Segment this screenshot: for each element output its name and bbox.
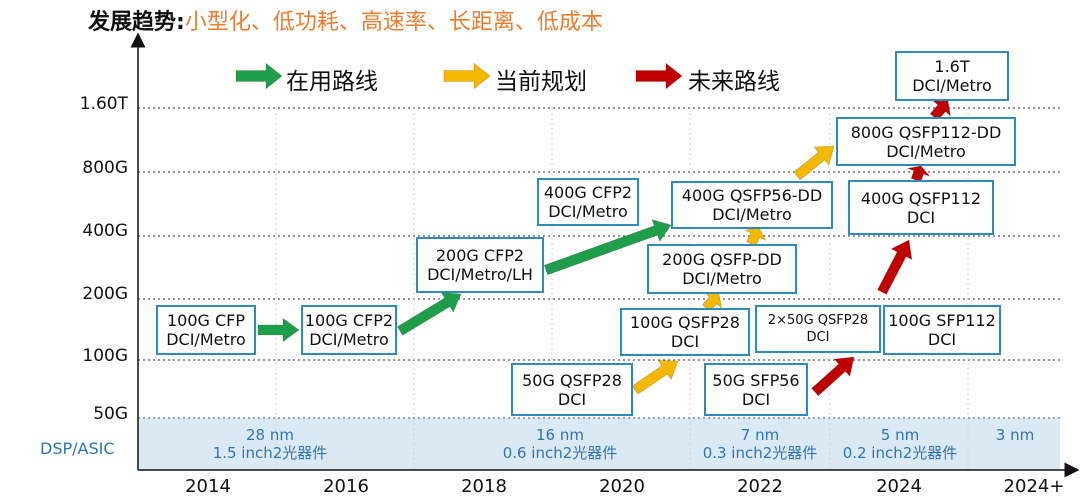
legend-arrow-in-use-icon [235, 62, 283, 90]
module-use: DCI [806, 330, 830, 345]
module-200g-cfp2: 200G CFP2 DCI/Metro/LH [416, 237, 544, 293]
module-400g-cfp2: 400G CFP2 DCI/Metro [537, 178, 639, 226]
module-200g-qsfp-dd: 200G QSFP-DD DCI/Metro [647, 244, 797, 294]
legend-arrow-future-icon [635, 62, 683, 90]
module-name: 50G QSFP28 [522, 370, 622, 390]
module-100g-qsfp28: 100G QSFP28 DCI [620, 308, 750, 356]
module-name: 800G QSFP112-DD [850, 122, 1002, 142]
tech-node-name: 5 nm [880, 426, 920, 444]
module-use: DCI [906, 207, 936, 227]
tech-node-name: 28 nm [246, 426, 294, 444]
y-label-1.6t: 1.60T [79, 94, 128, 114]
module-use: DCI/Metro/LH [427, 265, 533, 284]
tech-node-7nm: 7 nm 0.3 inch2光器件 [692, 426, 828, 462]
tech-node-size: 0.2 inch2光器件 [842, 444, 958, 462]
module-name: 1.6T [934, 57, 970, 76]
tech-node-size: 1.5 inch2光器件 [212, 444, 328, 462]
module-100g-cfp: 100G CFP DCI/Metro [156, 305, 256, 355]
module-name: 2×50G QSFP28 [767, 313, 869, 328]
arrow-200g-qsfpdd-to-400g-qsfp56dd [744, 227, 767, 247]
module-name: 100G CFP [166, 311, 246, 330]
legend-arrows [235, 62, 683, 90]
tech-node-name: 16 nm [536, 426, 584, 444]
legend-label-planned: 当前规划 [495, 69, 587, 95]
tech-node-name: 3 nm [995, 426, 1035, 444]
tech-node-28nm: 28 nm 1.5 inch2光器件 [190, 426, 350, 462]
arrow-100g-cfp-to-cfp2 [257, 317, 300, 343]
y-label-800g: 800G [82, 158, 128, 178]
arrow-400g-to-800g-qsfp112 [906, 165, 931, 183]
legend-label-future: 未来路线 [688, 69, 780, 95]
title-key: 发展趋势: [88, 10, 185, 35]
module-name: 200G CFP2 [435, 246, 525, 265]
module-use: DCI/Metro [912, 76, 992, 95]
x-label-2020: 2020 [599, 476, 645, 497]
dsp-band [138, 418, 1060, 470]
module-use: DCI/Metro [166, 330, 246, 349]
x-label-2024-plus: 2024+ [1003, 476, 1065, 497]
x-label-2024: 2024 [876, 476, 922, 497]
x-label-2016: 2016 [323, 476, 369, 497]
module-2x50g-qsfp28: 2×50G QSFP28 DCI [755, 305, 881, 353]
module-use: DCI [557, 389, 587, 409]
tech-node-size: 0.6 inch2光器件 [502, 444, 618, 462]
legend-label-in-use: 在用路线 [286, 69, 378, 95]
module-name: 400G QSFP56-DD [681, 186, 823, 205]
page-title: 发展趋势:小型化、低功耗、高速率、长距离、低成本 [88, 4, 603, 36]
y-label-100g: 100G [82, 346, 128, 366]
arrow-100g-sfp112-to-400g-qsfp112 [877, 239, 913, 295]
module-name: 400G CFP2 [543, 183, 633, 202]
module-100g-cfp2: 100G CFP2 DCI/Metro [301, 305, 397, 355]
module-name: 50G SFP56 [712, 370, 800, 390]
x-label-2018: 2018 [461, 476, 507, 497]
arrow-50g-qsfp28-to-100g-qsfp28 [631, 360, 679, 395]
arrow-400g-to-800g-qsfp112dd [793, 145, 835, 181]
y-label-400g: 400G [82, 221, 128, 241]
module-use: DCI [670, 332, 700, 351]
arrow-200g-to-400g-qsfp56dd [543, 219, 672, 276]
module-use: DCI/Metro [886, 141, 966, 161]
module-400g-qsfp112: 400G QSFP112 DCI [848, 180, 994, 235]
module-use: DCI/Metro [309, 330, 389, 349]
tech-node-3nm: 3 nm [970, 426, 1060, 444]
arrow-cfp2-to-200g-cfp2 [396, 292, 462, 336]
dsp-asic-label: DSP/ASIC [40, 439, 115, 458]
module-name: 100G CFP2 [304, 311, 394, 330]
module-1.6t: 1.6T DCI/Metro [895, 51, 1009, 101]
module-use: DCI/Metro [682, 269, 762, 288]
module-100g-sfp112: 100G SFP112 DCI [883, 305, 1001, 355]
legend-arrow-planned-icon [443, 62, 491, 90]
tech-node-16nm: 16 nm 0.6 inch2光器件 [480, 426, 640, 462]
module-name: 100G SFP112 [888, 311, 996, 330]
module-name: 100G QSFP28 [630, 313, 740, 332]
module-800g-qsfp112-dd: 800G QSFP112-DD DCI/Metro [836, 117, 1016, 166]
module-use: DCI [927, 330, 957, 349]
y-label-200g: 200G [82, 284, 128, 304]
x-label-2022: 2022 [737, 476, 783, 497]
roadmap-arrows [257, 100, 951, 397]
y-label-50g: 50G [93, 404, 128, 424]
tech-node-5nm: 5 nm 0.2 inch2光器件 [832, 426, 968, 462]
module-50g-sfp56: 50G SFP56 DCI [704, 363, 808, 416]
module-name: 200G QSFP-DD [662, 250, 782, 269]
module-name: 400G QSFP112 [860, 188, 982, 208]
tech-node-name: 7 nm [740, 426, 780, 444]
module-use: DCI/Metro [548, 202, 628, 221]
arrow-50g-sfp56-to-2x50g [811, 356, 855, 397]
h-gridlines [138, 107, 1060, 361]
tech-node-size: 0.3 inch2光器件 [702, 444, 818, 462]
module-use: DCI/Metro [712, 205, 792, 224]
x-label-2014: 2014 [185, 476, 231, 497]
module-50g-qsfp28: 50G QSFP28 DCI [511, 363, 633, 416]
module-use: DCI [741, 389, 771, 409]
module-400g-qsfp56-dd: 400G QSFP56-DD DCI/Metro [671, 181, 833, 229]
title-value: 小型化、低功耗、高速率、长距离、低成本 [184, 10, 603, 35]
